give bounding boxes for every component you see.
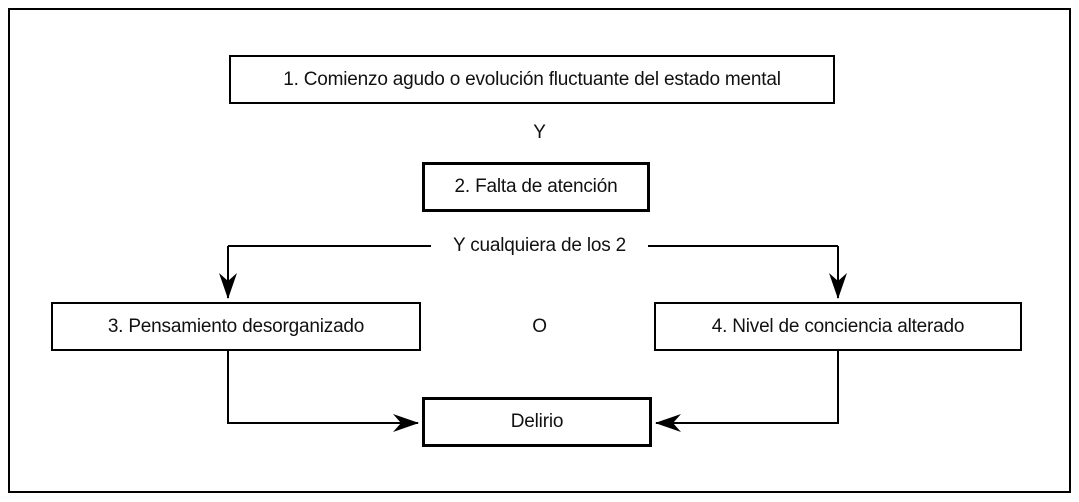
box-inattention: 2. Falta de atención	[422, 162, 650, 212]
box-acute-onset: 1. Comienzo agudo o evolución fluctuante…	[229, 55, 835, 104]
label-and-text: Y	[533, 122, 546, 143]
label-and-any-of-two: Y cualquiera de los 2	[0, 232, 1079, 260]
outer-border	[8, 8, 1071, 493]
label-or-text: O	[532, 315, 547, 337]
box-altered-consciousness: 4. Nivel de conciencia alterado	[654, 302, 1022, 351]
box-delirium-outcome: Delirio	[422, 397, 652, 447]
label-and: Y	[0, 104, 1079, 162]
label-and-any-of-two-text: Y cualquiera de los 2	[431, 235, 648, 257]
box-disorganized-thinking: 3. Pensamiento desorganizado	[51, 302, 421, 351]
label-or: O	[0, 302, 1079, 351]
